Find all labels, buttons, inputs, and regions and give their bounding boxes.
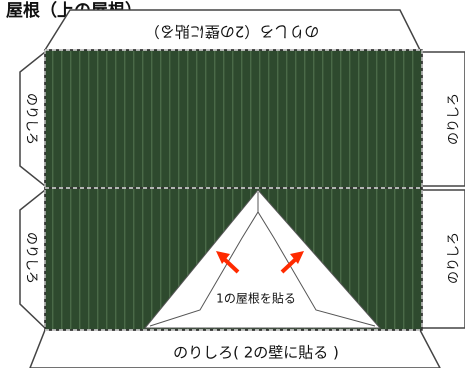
arrow-up-left-icon [216, 251, 240, 274]
left-lower-tab-label: のりしろ [23, 231, 39, 285]
roof-panel-upper [44, 49, 423, 189]
arrow-up-right-icon [280, 251, 304, 274]
right-upper-tab-label: のりしろ [446, 92, 462, 146]
bottom-tab-label: のりしろ( 2の壁に貼る ) [173, 343, 339, 362]
roof-attach-label: 1の屋根を貼る [216, 291, 296, 306]
gable-triangle [143, 189, 382, 329]
left-upper-tab-label: のりしろ [23, 92, 39, 146]
right-lower-tab-label: のりしろ [446, 231, 462, 285]
top-tab-label: のりしろ（2の壁に貼る） [144, 22, 320, 41]
